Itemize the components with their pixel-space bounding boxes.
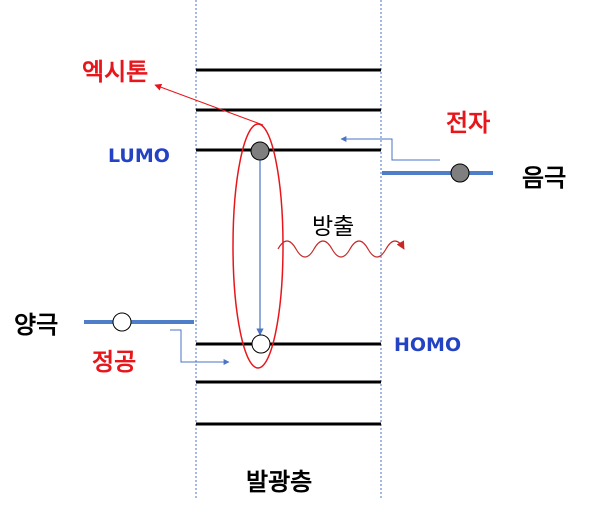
electron-path-arrow — [340, 136, 440, 161]
anode-label: 양극 — [14, 311, 58, 339]
emission-label: 방출 — [312, 214, 354, 240]
exciton-pointer-arrow — [154, 83, 264, 126]
exciton-label: 엑시톤 — [82, 58, 148, 86]
electron-icon — [450, 163, 470, 183]
electron-label: 전자 — [446, 109, 490, 137]
electron-icon — [250, 141, 270, 161]
hole-icon — [251, 334, 271, 354]
lumo-label: LUMO — [108, 145, 170, 167]
hole-icon — [112, 312, 132, 332]
homo-label: HOMO — [394, 334, 461, 356]
emitting-layer-label: 발광층 — [246, 468, 312, 496]
exciton-ring — [232, 123, 284, 369]
hole-label: 정공 — [92, 348, 136, 376]
cathode-label: 음극 — [522, 164, 566, 192]
hole-path-arrow — [170, 329, 230, 365]
emission-wave-icon — [277, 240, 405, 258]
